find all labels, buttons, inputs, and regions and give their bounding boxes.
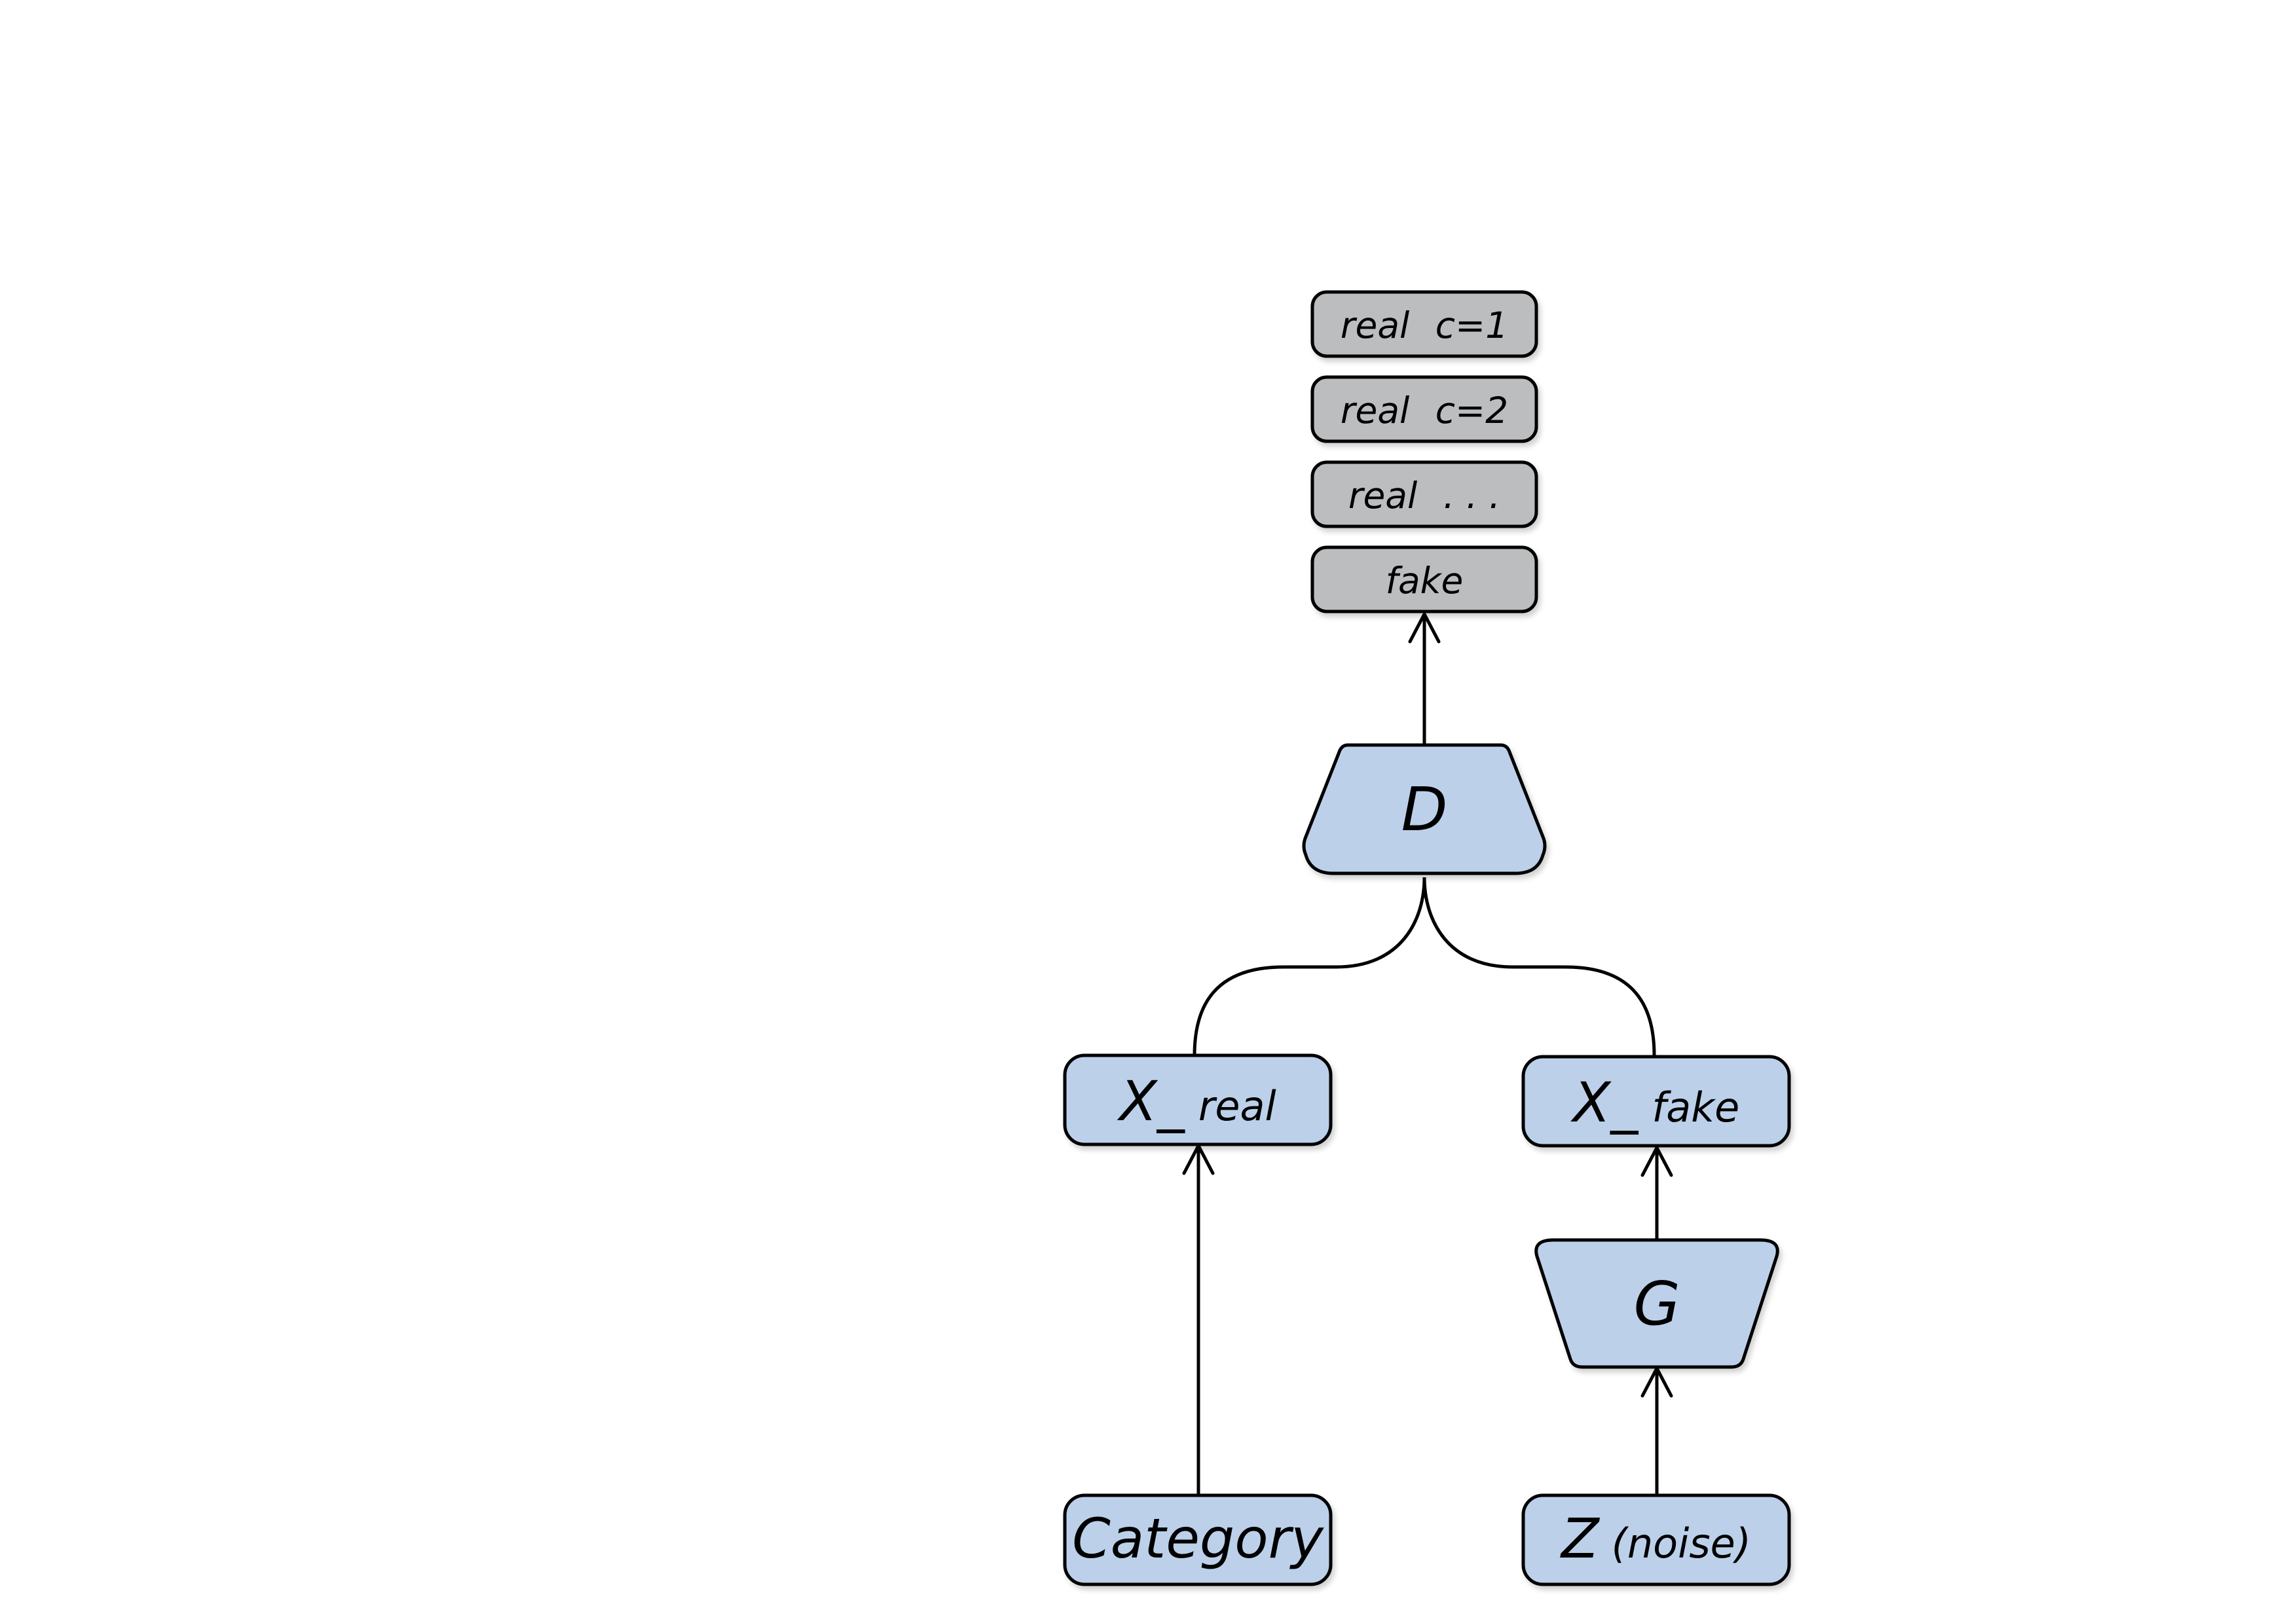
output-real-c1-tag: c=1	[1435, 304, 1508, 346]
arrowhead-outputs	[1408, 612, 1441, 644]
discriminator-label: D	[1401, 775, 1448, 845]
x-real-main: X_	[1117, 1069, 1185, 1133]
output-real-c2-node: real c=2	[1310, 375, 1538, 443]
edge-xfake-to-d	[1422, 877, 1656, 1056]
svg-text:real c=2: real c=2	[1341, 390, 1508, 431]
x-fake-main: X_	[1570, 1070, 1639, 1135]
output-real-more-node: real . . .	[1310, 460, 1538, 528]
svg-text:real c=1: real c=1	[1341, 304, 1508, 346]
category-label: Category	[1072, 1506, 1324, 1571]
output-fake-label: fake	[1386, 560, 1464, 602]
noise-main: Z	[1560, 1506, 1601, 1571]
svg-text:real . . .: real . . .	[1348, 475, 1500, 517]
x-fake-node: X_ fake	[1521, 1055, 1791, 1148]
noise-node: Z (noise)	[1521, 1493, 1791, 1586]
svg-text:Z (noise): Z (noise)	[1560, 1506, 1751, 1571]
generator-label: G	[1633, 1269, 1680, 1339]
svg-text:X_ fake: X_ fake	[1570, 1070, 1740, 1135]
output-real-c1-node: real c=1	[1310, 290, 1538, 358]
output-real-c1-word: real	[1341, 304, 1410, 346]
output-real-more-tag: . . .	[1443, 475, 1500, 517]
output-real-c2-word: real	[1341, 390, 1410, 431]
svg-text:X_ real: X_ real	[1117, 1069, 1276, 1133]
output-real-c2-tag: c=2	[1435, 390, 1508, 431]
category-node: Category	[1063, 1493, 1333, 1586]
output-real-more-word: real	[1348, 475, 1418, 517]
edge-xreal-to-d	[1193, 877, 1426, 1056]
generator-node: G	[1534, 1238, 1779, 1369]
x-real-sub: real	[1198, 1082, 1276, 1130]
noise-sub: (noise)	[1612, 1520, 1751, 1567]
x-fake-sub: fake	[1652, 1084, 1739, 1131]
x-real-node: X_ real	[1063, 1053, 1333, 1146]
arrowhead-xfake	[1640, 1146, 1673, 1177]
output-fake-node: fake	[1310, 545, 1538, 613]
discriminator-node: D	[1302, 743, 1547, 875]
